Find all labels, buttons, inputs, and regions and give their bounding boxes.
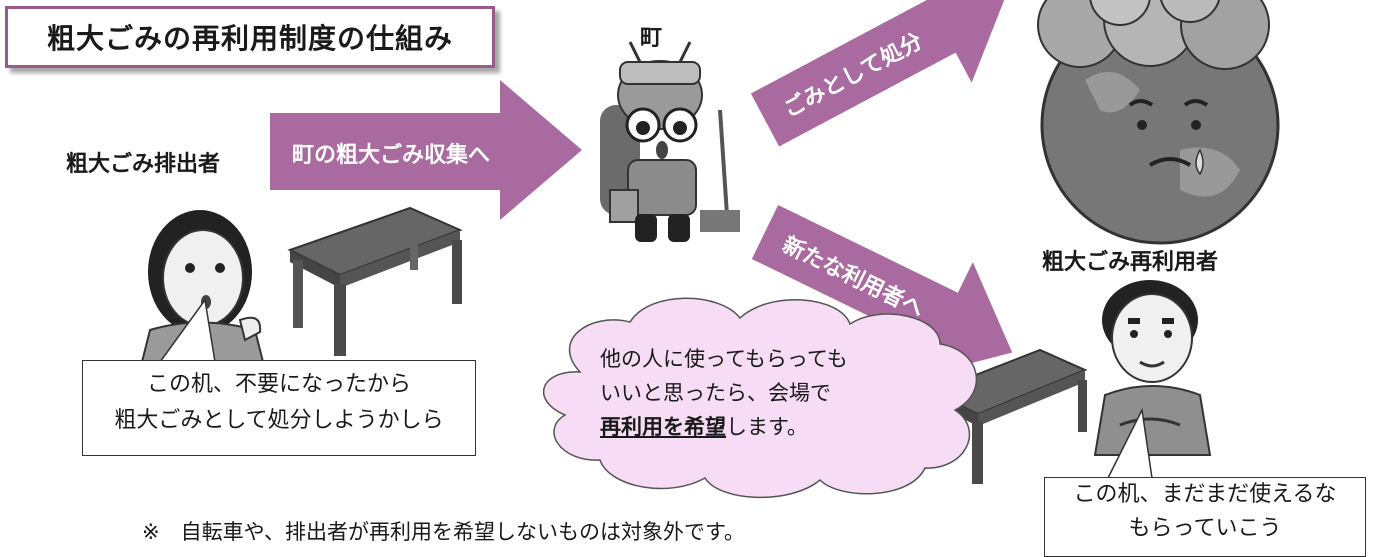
reuser-speech-line1: この机、まだまだ使えるな	[1073, 482, 1337, 507]
town-label: 町	[640, 26, 663, 51]
reuser-speech: この机、まだまだ使えるな もらっていこう	[1044, 477, 1366, 557]
cloud-line3-rest: します。	[726, 415, 808, 439]
arrow-collection: 町の粗大ごみ収集へ	[270, 80, 582, 220]
discharger-speech-line1: この机、不要になったから	[146, 372, 411, 397]
discharger-speech: この机、不要になったから 粗大ごみとして処分しようかしら	[82, 360, 476, 456]
cloud-line3: 再利用を希望します。	[600, 410, 848, 444]
cloud-bubble	[543, 297, 978, 499]
diagram-title: 粗大ごみの再利用制度の仕組み	[5, 6, 495, 68]
speech-tail-left	[159, 298, 216, 363]
town-mascot-icon	[600, 41, 740, 242]
table-left-icon	[287, 206, 463, 356]
discharger-label: 粗大ごみ排出者	[66, 152, 221, 177]
arrow-collection-label: 町の粗大ごみ収集へ	[292, 142, 490, 168]
discharger-speech-line2: 粗大ごみとして処分しようかしら	[114, 408, 444, 433]
reuser-label: 粗大ごみ再利用者	[1042, 250, 1219, 275]
man-reuser-icon	[1093, 280, 1212, 456]
cloud-line1: 他の人に使ってもらっても	[600, 347, 848, 371]
footnote: ※ 自転車や、排出者が再利用を希望しないものは対象外です。	[142, 520, 745, 544]
reuser-speech-line2: もらっていこう	[1128, 516, 1282, 541]
cloud-line2: いいと思ったら、会場で	[600, 381, 831, 405]
arrow-disposal: ごみとして処分	[750, 0, 1008, 147]
cloud-emphasis: 再利用を希望	[600, 415, 726, 439]
cloud-text: 他の人に使ってもらっても いいと思ったら、会場で 再利用を希望します。	[600, 342, 848, 444]
speech-tail-right	[1107, 407, 1153, 479]
earth-garbage-icon	[1037, 0, 1280, 245]
